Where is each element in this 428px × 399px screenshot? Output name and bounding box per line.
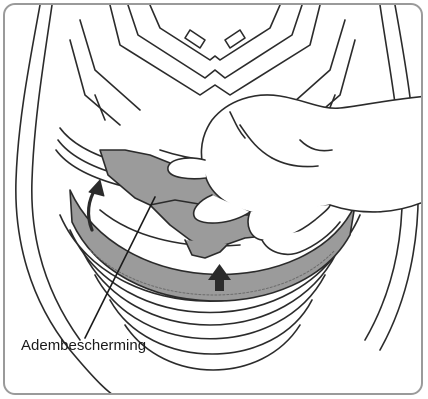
callout-label: Adembescherming	[21, 337, 146, 355]
rotate-arrow-icon	[89, 180, 104, 230]
